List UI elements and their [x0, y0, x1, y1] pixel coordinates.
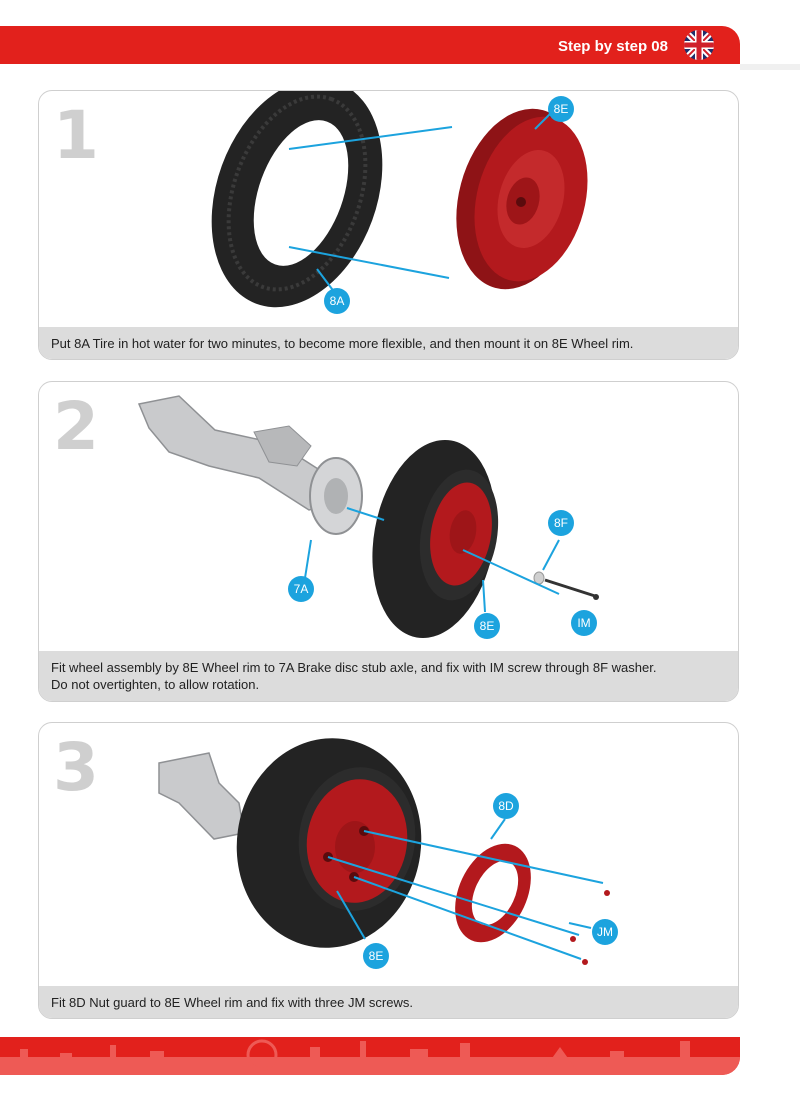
callout-8f	[548, 510, 574, 536]
screw-im	[544, 578, 596, 598]
page-title: Step by step 08	[557, 38, 668, 55]
callout-label: 8E	[554, 102, 569, 116]
header-bar: Step by step 08	[0, 26, 740, 64]
step-3-caption: Fit 8D Nut guard to 8E Wheel rim and fix…	[39, 986, 738, 1018]
tire-8a	[211, 91, 383, 308]
wheel-rim-8e	[456, 108, 588, 290]
callout-8a	[324, 288, 350, 314]
jm-screws	[570, 890, 610, 965]
step-1-caption: Put 8A Tire in hot water for two minutes…	[39, 327, 738, 359]
callout-label: IM	[577, 616, 590, 630]
callout-label: 8D	[498, 799, 514, 813]
london-skyline-icon	[0, 1039, 740, 1075]
callout-im	[571, 610, 597, 636]
step-3-panel: 3 8D JM 8	[38, 722, 739, 1019]
nut-guard-8d	[455, 843, 531, 943]
wheel-assembly	[372, 439, 499, 639]
callout-label: 8E	[480, 619, 495, 633]
callout-label: 7A	[294, 582, 309, 596]
step-2-illustration: 8F 7A 8E IM	[137, 395, 599, 639]
step-3-illustration: 8D JM 8E	[158, 738, 618, 969]
callout-8e	[474, 613, 500, 639]
step-number: 3	[53, 729, 99, 806]
callout-8d	[493, 793, 519, 819]
callout-label: 8A	[330, 294, 345, 308]
callout-8e	[363, 943, 389, 969]
wheel-assembly	[236, 738, 422, 948]
callout-label: 8E	[369, 949, 384, 963]
callout-7a	[288, 576, 314, 602]
step-2-panel: 2 8F 7A 8E IM Fit wh	[38, 381, 739, 702]
step-1-illustration: 8E 8A	[211, 91, 588, 314]
caption-line: Do not overtighten, to allow rotation.	[51, 677, 260, 692]
callout-8e	[548, 96, 574, 122]
step-1-panel: 1 8E 8A Put 8A Tire in hot water for two…	[38, 90, 739, 360]
axle-assembly	[158, 752, 245, 840]
header-accent	[740, 64, 800, 70]
caption-line: Fit wheel assembly by 8E Wheel rim to 7A…	[51, 660, 657, 675]
step-2-caption: Fit wheel assembly by 8E Wheel rim to 7A…	[39, 651, 738, 701]
uk-flag-icon	[684, 30, 714, 60]
footer-bar	[0, 1037, 740, 1075]
step-number: 1	[53, 97, 99, 174]
callout-jm	[592, 919, 618, 945]
callout-label: 8F	[554, 516, 568, 530]
axle-assembly	[137, 395, 363, 535]
step-number: 2	[53, 388, 99, 465]
callout-label: JM	[597, 925, 613, 939]
